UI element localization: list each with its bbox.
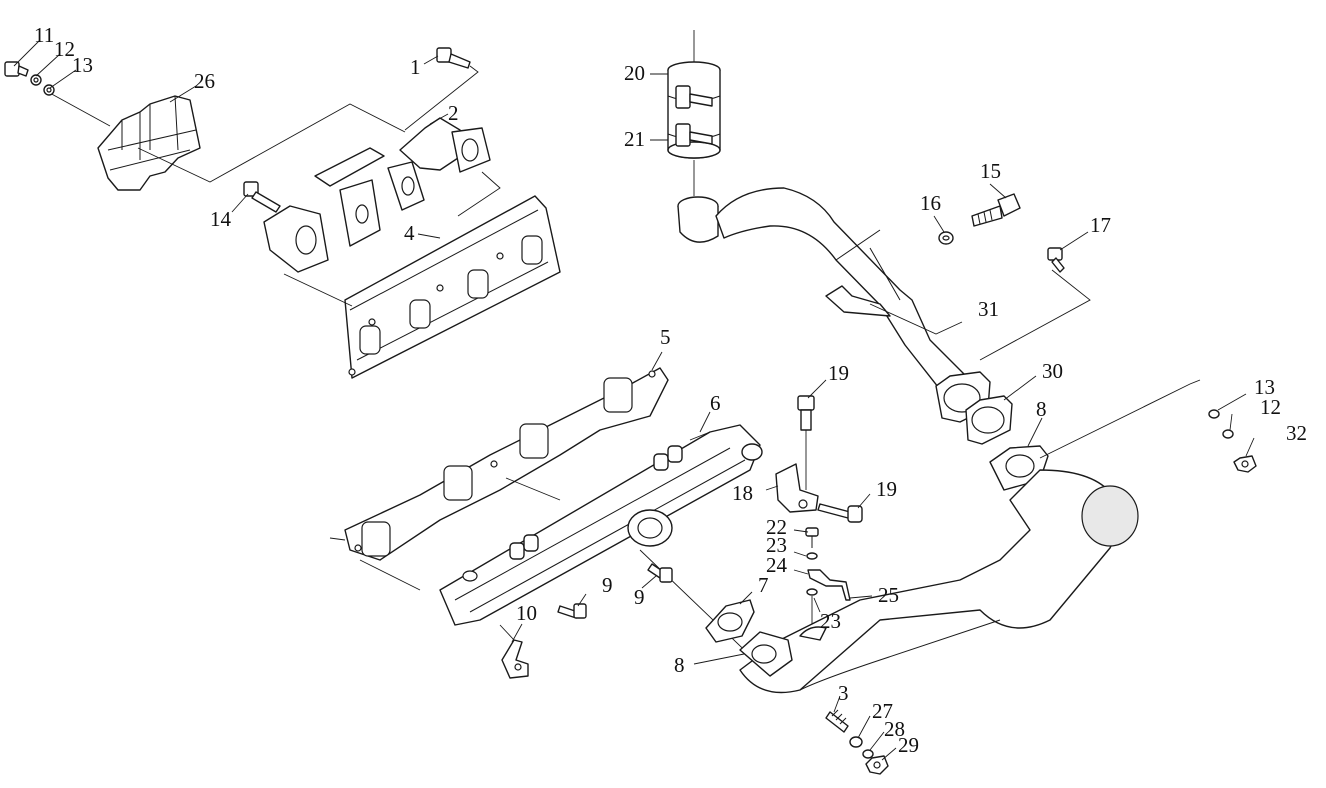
washer-28 (862, 749, 874, 759)
callout-22: 22 (766, 515, 787, 539)
callout-27: 27 (872, 699, 893, 723)
lower-exhaust-pipe (739, 445, 1139, 694)
callout-21: 21 (624, 127, 645, 151)
heat-shield (47, 91, 406, 191)
callout-10: 10 (516, 601, 537, 625)
exhaust-manifold-gasket (329, 367, 669, 591)
callout-19a: 19 (828, 361, 849, 385)
callout-8a: 8 (674, 653, 685, 677)
nut-32 (1233, 455, 1257, 473)
callout-15: 15 (980, 159, 1001, 183)
pipe-clamp-assembly (667, 30, 721, 196)
washer-23b (806, 588, 818, 596)
bolt-14 (243, 181, 281, 213)
exhaust-outlet-elbow (263, 117, 501, 273)
bolt-9a (557, 603, 587, 619)
leader-lines (13, 39, 1255, 761)
callout-5: 5 (660, 325, 671, 349)
washer-12-right (1222, 429, 1234, 439)
manifold-gasket-plate (283, 195, 561, 379)
callout-7: 7 (758, 573, 769, 597)
bolt-19-vertical (797, 395, 815, 490)
stud-3 (825, 709, 849, 733)
upper-exhaust-pipe (677, 187, 971, 393)
callout-9a: 9 (602, 573, 613, 597)
callout-3: 3 (838, 681, 849, 705)
sensor-bolt-22 (805, 527, 819, 548)
washer-16 (938, 231, 954, 245)
nut-29 (865, 755, 889, 775)
flange-gasket-30 (965, 395, 1013, 445)
callout-23b: 23 (820, 609, 841, 633)
callout-8b: 8 (1036, 397, 1047, 421)
bolt-11 (4, 61, 29, 77)
callout-20: 20 (624, 61, 645, 85)
bolt-9b (647, 563, 673, 583)
callout-12: 12 (54, 37, 75, 61)
callout-labels: 11 12 13 26 1 2 14 4 5 6 9 9 10 7 8 8 20… (34, 23, 1307, 757)
callout-31: 31 (978, 297, 999, 321)
callout-16: 16 (920, 191, 941, 215)
callout-2: 2 (448, 101, 459, 125)
callout-9b: 9 (634, 585, 645, 609)
callout-14: 14 (210, 207, 232, 231)
callout-28: 28 (884, 717, 905, 741)
mounting-bracket (775, 463, 819, 513)
sensor-24 (807, 569, 851, 601)
callout-6: 6 (710, 391, 721, 415)
washer-13 (43, 84, 55, 96)
callout-1: 1 (410, 55, 421, 79)
callout-30: 30 (1042, 359, 1063, 383)
callout-32: 32 (1286, 421, 1307, 445)
bolt-17 (1047, 247, 1065, 273)
hanger-bracket (499, 624, 529, 679)
washer-13-right (1208, 409, 1220, 419)
callout-18: 18 (732, 481, 753, 505)
exhaust-manifold (439, 424, 763, 666)
callout-13b: 13 (1254, 375, 1275, 399)
callout-23a: 23 (766, 533, 787, 557)
callout-29: 29 (898, 733, 919, 757)
bolt-1 (404, 47, 479, 131)
callout-26: 26 (194, 69, 215, 93)
bolt-15 (971, 193, 1021, 227)
callout-4: 4 (404, 221, 415, 245)
callout-24: 24 (766, 553, 788, 577)
washer-27 (849, 736, 863, 748)
flange-gasket-7 (705, 599, 755, 643)
callout-19b: 19 (876, 477, 897, 501)
bolt-19-horizontal (817, 503, 863, 523)
callout-25: 25 (878, 583, 899, 607)
washer-12 (30, 74, 42, 86)
callout-17: 17 (1090, 213, 1111, 237)
callout-12b: 12 (1260, 395, 1281, 419)
washer-23a (806, 552, 818, 560)
callout-11: 11 (34, 23, 54, 47)
callout-13: 13 (72, 53, 93, 77)
